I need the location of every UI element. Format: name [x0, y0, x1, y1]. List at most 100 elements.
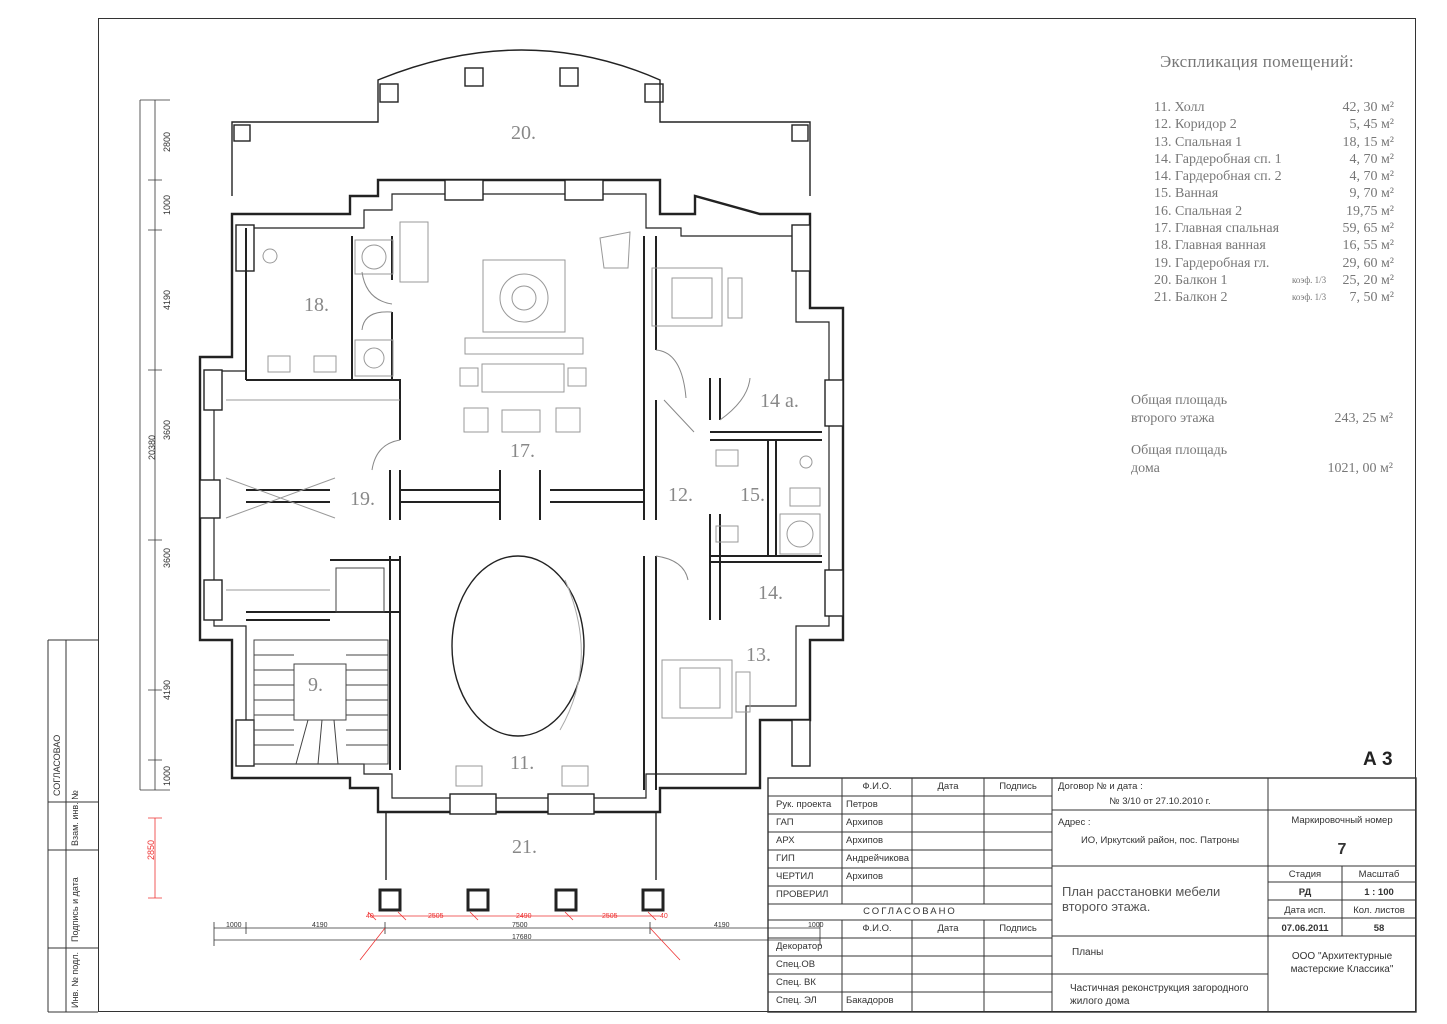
sheet-format: А 3: [1363, 749, 1393, 770]
room-21-label: 21.: [512, 836, 537, 858]
room-name: 12. Коридор 2: [1154, 117, 1237, 133]
tb-name: Андрейчикова: [846, 853, 910, 864]
room-area: 25, 20 м²: [1342, 272, 1394, 288]
tb-role: АРХ: [776, 835, 795, 846]
dim-bottom-4: 4190: [714, 922, 730, 929]
room-13-label: 13.: [746, 644, 771, 666]
dim-bottom-2: 4190: [312, 922, 328, 929]
room-area: 9, 70 м²: [1349, 186, 1394, 202]
tb-header-sign: Подпись: [999, 781, 1037, 792]
room-coef: коэф. 1/3: [1292, 292, 1327, 303]
tb-name: Архипов: [846, 835, 884, 846]
tb-stage-value: РД: [1298, 887, 1312, 898]
room-11-label: 11.: [510, 752, 535, 774]
total-house-value: 1021, 00 м²: [1327, 461, 1393, 476]
room-name: 16. Спальная 2: [1154, 203, 1243, 219]
dim-left-3: 4190: [162, 289, 172, 310]
tb-issue-label: Дата исп.: [1284, 905, 1326, 916]
room-area: 7, 50 м²: [1349, 290, 1394, 306]
side-inv-orig: Инв. № подл.: [70, 951, 80, 1008]
tb-name: Архипов: [846, 817, 884, 828]
dim-left-7: 1000: [162, 765, 172, 786]
tb-marking-value: 7: [1337, 841, 1347, 858]
tb-header-sign-2: Подпись: [999, 923, 1037, 934]
room-19-label: 19.: [350, 488, 375, 510]
total-house-label-2: дома: [1131, 461, 1160, 476]
room-area: 4, 70 м²: [1349, 151, 1394, 167]
room-17-label: 17.: [510, 440, 535, 462]
room-area: 5, 45 м²: [1349, 117, 1394, 133]
room-14a-label: 14 а.: [760, 390, 799, 412]
room-name: 20. Балкон 1: [1154, 272, 1228, 288]
side-agreed: СОГЛАСОВАО: [52, 734, 62, 796]
tb-contract-value: № 3/10 от 27.10.2010 г.: [1109, 796, 1211, 807]
tb-section: Планы: [1072, 947, 1104, 958]
tb-role: Рук. проекта: [776, 799, 832, 810]
explication-row: 16. Спальная 2 19,75 м²: [1154, 203, 1394, 220]
tb-scale-value: 1 : 100: [1364, 887, 1394, 898]
tb-contract-label: Договор № и дата :: [1058, 781, 1143, 792]
room-area: 19,75 м²: [1345, 203, 1394, 219]
dim-red-4: 2505: [602, 913, 618, 920]
tb-agreed: СОГЛАСОВАНО: [863, 906, 957, 917]
tb-header-fio: Ф.И.О.: [862, 781, 892, 792]
explication-row: 15. Ванная 9, 70 м²: [1154, 185, 1394, 202]
room-name: 17. Главная спальная: [1154, 221, 1280, 237]
room-area: 18, 15 м²: [1342, 134, 1394, 150]
explication-row: 21. Балкон 2 коэф. 1/3 7, 50 м²: [1154, 289, 1394, 306]
dim-left-2: 1000: [162, 194, 172, 215]
explication-row: 20. Балкон 1 коэф. 1/3 25, 20 м²: [1154, 272, 1394, 289]
dim-bottom-3: 7500: [512, 922, 528, 929]
dim-red-2: 2505: [428, 913, 444, 920]
total-house: Общая площадь дома 1021, 00 м²: [1131, 443, 1393, 493]
room-name: 15. Ванная: [1154, 186, 1219, 202]
explication-row: 19. Гардеробная гл.29, 60 м²: [1154, 255, 1394, 272]
room-14-label: 14.: [758, 582, 783, 604]
tb-sheets-value: 58: [1373, 923, 1385, 934]
tb-scale-label: Масштаб: [1358, 869, 1400, 880]
dim-red-5: 40: [660, 913, 668, 920]
dim-red-1: 40: [366, 913, 374, 920]
dim-bottom-total: 17680: [512, 934, 532, 941]
room-20-label: 20.: [511, 122, 536, 144]
tb-drawing-title: План расстановки мебели второго этажа.: [1062, 884, 1221, 914]
tb-sheets-label: Кол. листов: [1353, 905, 1405, 916]
total-floor-value: 243, 25 м²: [1334, 411, 1393, 426]
explication-row: 14. Гардеробная сп. 1 4, 70 м²: [1154, 151, 1394, 168]
hall-oval: [451, 555, 585, 737]
tb-role: ЧЕРТИЛ: [776, 871, 814, 882]
dim-left-1: 2800: [162, 131, 172, 152]
total-floor-label-2: второго этажа: [1131, 411, 1215, 426]
side-sign-date: Подпись и дата: [70, 877, 80, 942]
tb-role: ГАП: [776, 817, 794, 828]
dim-bottom-5: 1000: [808, 922, 824, 929]
tb-stage-label: Стадия: [1288, 869, 1322, 880]
outer-wall: [198, 178, 845, 814]
dim-left-5: 3600: [162, 547, 172, 568]
area-totals: Общая площадь второго этажа 243, 25 м² О…: [1131, 393, 1393, 493]
tb-role: ГИП: [776, 853, 795, 864]
room-9-label: 9.: [308, 674, 323, 696]
tb-issue-value: 07.06.2011: [1281, 923, 1329, 934]
room-name: 18. Главная ванная: [1154, 238, 1266, 254]
tb-marking-label: Маркировочный номер: [1291, 815, 1393, 826]
tb-agreed-role: Декоратор: [776, 941, 823, 952]
tb-name: Архипов: [846, 871, 884, 882]
dim-left-total: 20380: [147, 434, 157, 460]
balcony-20-outline: [231, 49, 811, 196]
room-name: 21. Балкон 2: [1154, 290, 1228, 306]
room-15-label: 15.: [740, 484, 765, 506]
tb-address-value: ИО, Иркутский район, пос. Патроны: [1080, 835, 1240, 846]
dim-left-6: 4190: [162, 679, 172, 700]
room-18-label: 18.: [304, 294, 329, 316]
tb-role: ПРОВЕРИЛ: [776, 889, 829, 900]
tb-agreed-role: Спец. ЭЛ: [776, 995, 817, 1006]
room-coef: коэф. 1/3: [1292, 274, 1327, 285]
room-area: 42, 30 м²: [1342, 100, 1394, 115]
room-name: 14. Гардеробная сп. 1: [1154, 151, 1282, 167]
